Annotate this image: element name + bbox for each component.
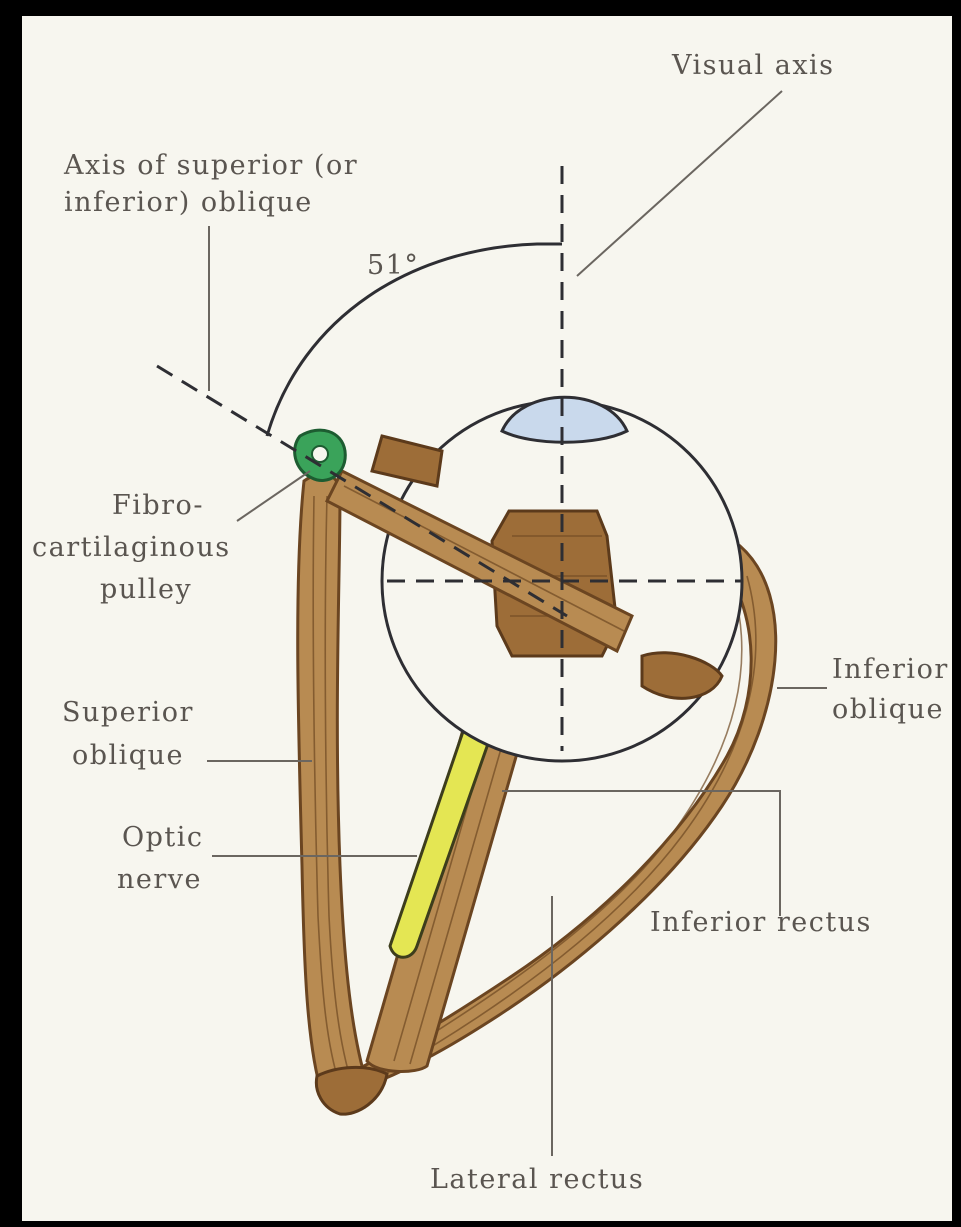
label-visual-axis: Visual axis <box>671 50 835 81</box>
inferior-rectus-muscle <box>367 712 522 1071</box>
label-lateral-rectus: Lateral rectus <box>430 1164 644 1195</box>
label-pulley-2: cartilaginous <box>32 532 231 563</box>
leader-visual-axis <box>577 91 782 276</box>
eye-muscles-diagram: 51° Visual axis Axis of superior (or inf… <box>22 16 952 1221</box>
cornea <box>502 397 627 442</box>
diagram-canvas: 51° Visual axis Axis of superior (or inf… <box>22 16 952 1221</box>
apex-origin <box>316 1067 387 1114</box>
label-pulley-3: pulley <box>100 574 192 605</box>
label-oblique-axis-2: inferior) oblique <box>64 187 313 218</box>
superior-oblique-muscle <box>298 474 367 1094</box>
label-superior-oblique-1: Superior <box>62 697 194 728</box>
label-superior-oblique-2: oblique <box>72 740 184 771</box>
label-inferior-oblique-1: Inferior <box>832 654 949 685</box>
label-optic-nerve-2: nerve <box>117 864 202 895</box>
label-inferior-oblique-2: oblique <box>832 694 944 725</box>
angle-label: 51° <box>367 250 419 281</box>
label-inferior-rectus: Inferior rectus <box>650 907 872 938</box>
pulley-hole <box>312 446 328 462</box>
label-pulley-1: Fibro- <box>112 490 204 521</box>
label-oblique-axis-1: Axis of superior (or <box>63 150 358 181</box>
leader-pulley <box>237 471 310 521</box>
label-optic-nerve-1: Optic <box>122 822 204 853</box>
tendon-stub-upper <box>372 436 442 486</box>
